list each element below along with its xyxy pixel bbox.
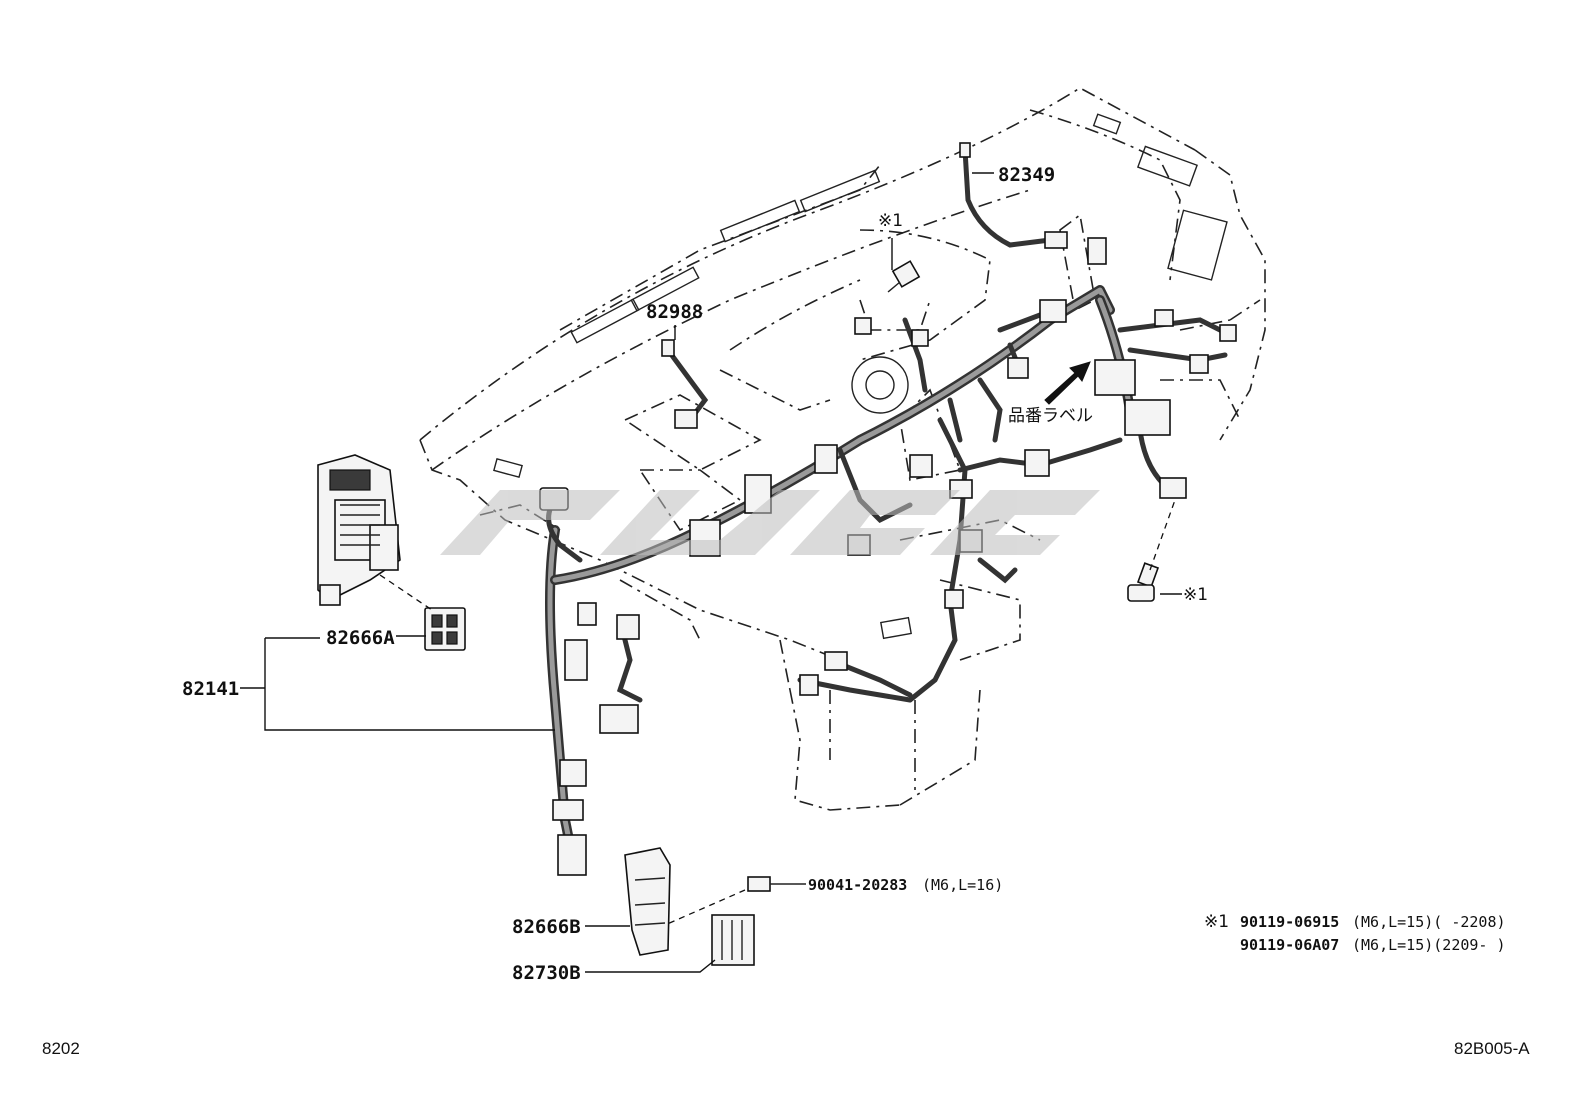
label-82349: 82349 (998, 164, 1055, 186)
page-code-right: 82B005-A (1454, 1039, 1530, 1058)
footnote-marker: ※1 (1204, 912, 1229, 932)
bolt-icon (664, 876, 795, 926)
bolt-icon (887, 260, 921, 293)
label-mark1-right: ※1 (1183, 585, 1208, 605)
block-82730B (711, 914, 755, 966)
footnote-line1-spec: (M6,L=15)( -2208) (1352, 913, 1506, 931)
bolt-icons (664, 260, 1176, 926)
harness-connectors (539, 237, 1237, 876)
antenna-cable-82349 (959, 142, 1068, 249)
label-82666A: 82666A (326, 627, 395, 649)
junction-block (317, 454, 401, 606)
part-label-arrow (1044, 361, 1091, 405)
footnote-line2-part: 90119-06A07 (1240, 936, 1339, 954)
label-mark1-top: ※1 (878, 211, 903, 231)
footnote-line2-spec: (M6,L=15)(2209- ) (1352, 936, 1506, 954)
bracket-82666B (624, 847, 671, 956)
footnote: ※1 90119-06915 (M6,L=15)( -2208) 90119-0… (1204, 912, 1506, 954)
leader-lines (240, 172, 1182, 973)
label-bolt-90041-spec: (M6,L=16) (922, 876, 1003, 894)
footnote-line1-part: 90119-06915 (1240, 913, 1339, 931)
dashboard-vents (493, 113, 1228, 640)
bolt-icon (1127, 499, 1176, 602)
block-82666A (379, 574, 466, 651)
page-code-left: 8202 (42, 1039, 80, 1058)
label-82730B: 82730B (512, 962, 581, 984)
label-part-number-label: 品番ラベル (1008, 406, 1093, 426)
sensor-wire-82988 (661, 339, 709, 429)
dashboard-outline (419, 87, 1266, 811)
label-82666B: 82666B (512, 916, 581, 938)
label-bolt-90041: 90041-20283 (808, 876, 907, 894)
label-82988: 82988 (646, 301, 703, 323)
label-82141: 82141 (182, 678, 239, 700)
watermark-logo (440, 490, 1100, 555)
